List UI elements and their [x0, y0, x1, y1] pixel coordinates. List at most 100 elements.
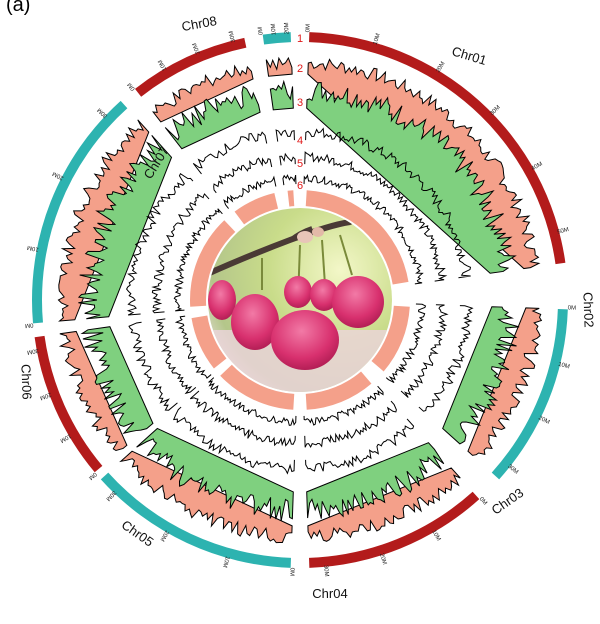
- tick-label: 0M: [288, 568, 294, 577]
- tick-label: 0M: [568, 305, 577, 311]
- tick-label: 20M: [537, 415, 550, 426]
- gene-density-track: [58, 330, 128, 452]
- indel-density-track: [303, 173, 424, 285]
- snp-density-track: [304, 151, 448, 282]
- chromosome-band-Chr05: [34, 335, 103, 473]
- gc-content-track: [128, 321, 178, 411]
- inner-block-Chr08: [287, 190, 295, 207]
- inner-block-Chr04: [220, 364, 295, 410]
- repeat-density-track: [136, 427, 294, 521]
- snp-density-track: [304, 400, 397, 448]
- gc-content-track: [418, 305, 474, 412]
- tick-label: 10M: [59, 432, 72, 443]
- chromosome-label: Chr04: [312, 586, 347, 601]
- snp-density-track: [151, 193, 210, 314]
- tick-label: 0M: [25, 321, 34, 328]
- tick-label: 20M: [435, 61, 446, 74]
- gc-content-track: [172, 406, 295, 475]
- inner-block-Chr02: [371, 305, 410, 372]
- chromosome-band-Chr07: [135, 37, 247, 97]
- inner-block-Chr05: [191, 315, 227, 369]
- tick-label: 40M: [531, 161, 544, 172]
- tick-label: 20M: [284, 22, 290, 34]
- gc-content-track: [275, 129, 295, 142]
- tick-label: 10M: [373, 33, 382, 46]
- inner-block-Chr03: [305, 371, 372, 410]
- tick-label: 10M: [557, 362, 570, 371]
- gc-content-track: [125, 172, 194, 316]
- repeat-density-track: [77, 135, 173, 320]
- panel-label: (a): [6, 0, 31, 16]
- inner-block-Chr01: [305, 190, 409, 285]
- chromosome-label: Chr08: [180, 13, 217, 34]
- tick-label: 20M: [378, 553, 387, 566]
- tick-label: 0M: [258, 26, 265, 35]
- gene-density-track: [57, 119, 150, 322]
- tick-label: 30M: [489, 105, 502, 117]
- tick-label: 20M: [158, 529, 169, 542]
- snp-density-track: [400, 304, 449, 398]
- track-number-label: 2: [297, 63, 303, 75]
- repeat-density-track: [306, 442, 445, 519]
- tick-label: 30M: [506, 464, 519, 476]
- gene-density-track: [265, 56, 293, 77]
- tick-label: 20M: [192, 42, 202, 55]
- gc-content-track: [305, 127, 472, 279]
- indel-density-track: [208, 377, 297, 426]
- snp-density-track: [213, 157, 273, 194]
- chromosome-band-Chr04: [100, 472, 291, 568]
- snp-density-track: [279, 152, 296, 166]
- indel-density-track: [303, 385, 384, 426]
- chromosome-band-Chr03: [309, 491, 480, 568]
- repeat-density-track: [80, 326, 154, 435]
- tick-label: 30M: [27, 347, 40, 355]
- repeat-density-track: [442, 306, 520, 445]
- track-number-label: 3: [297, 97, 303, 109]
- tick-label: 30M: [229, 30, 238, 43]
- inner-block-Chr06: [190, 220, 236, 307]
- tick-label: 50M: [557, 227, 570, 236]
- indel-density-track: [282, 174, 297, 186]
- gc-content-track: [192, 131, 268, 175]
- inner-block-Chr07: [234, 193, 279, 225]
- repeat-density-track: [269, 79, 294, 111]
- chromosome-label: Chr03: [489, 485, 527, 518]
- chromosome-band-Chr06: [31, 100, 128, 324]
- chromosome-band-Chr01: [309, 32, 566, 265]
- repeat-density-track: [164, 85, 261, 150]
- tick-label: 20M: [39, 391, 52, 401]
- tick-label: 10M: [27, 244, 40, 252]
- track-number-label: 4: [297, 135, 303, 147]
- tick-label: 0M: [478, 496, 488, 506]
- tick-label: 10M: [271, 23, 278, 35]
- gene-density-track: [307, 467, 461, 542]
- snp-density-track: [156, 318, 197, 395]
- tick-label: 10M: [158, 58, 169, 71]
- chromosome-band-Chr08: [262, 32, 291, 45]
- snp-density-track: [189, 390, 296, 447]
- tick-label: 10M: [430, 529, 441, 542]
- indel-density-track: [385, 303, 427, 384]
- center-photo: [208, 208, 392, 392]
- chromosome-band-Chr02: [491, 309, 568, 480]
- indel-density-track: [174, 315, 212, 379]
- track-number-label: 1: [297, 33, 303, 45]
- gene-density-track: [119, 450, 293, 544]
- chromosome-label: Chr06: [18, 364, 34, 400]
- indel-density-track: [173, 208, 223, 312]
- gene-density-track: [467, 307, 543, 456]
- tick-label: 20M: [52, 170, 65, 181]
- repeat-density-track: [306, 82, 517, 274]
- chromosome-label: Chr02: [580, 292, 596, 328]
- track-number-label: 6: [297, 180, 303, 192]
- chromosome-label: Chr01: [450, 43, 488, 68]
- tick-label: 10M: [221, 555, 230, 568]
- tick-label: 0M: [305, 24, 311, 33]
- tick-label: 30M: [104, 489, 116, 502]
- tick-label: 30M: [322, 565, 329, 577]
- tick-label: 30M: [97, 106, 110, 118]
- gc-content-track: [305, 418, 415, 472]
- tick-label: 0M: [87, 471, 97, 481]
